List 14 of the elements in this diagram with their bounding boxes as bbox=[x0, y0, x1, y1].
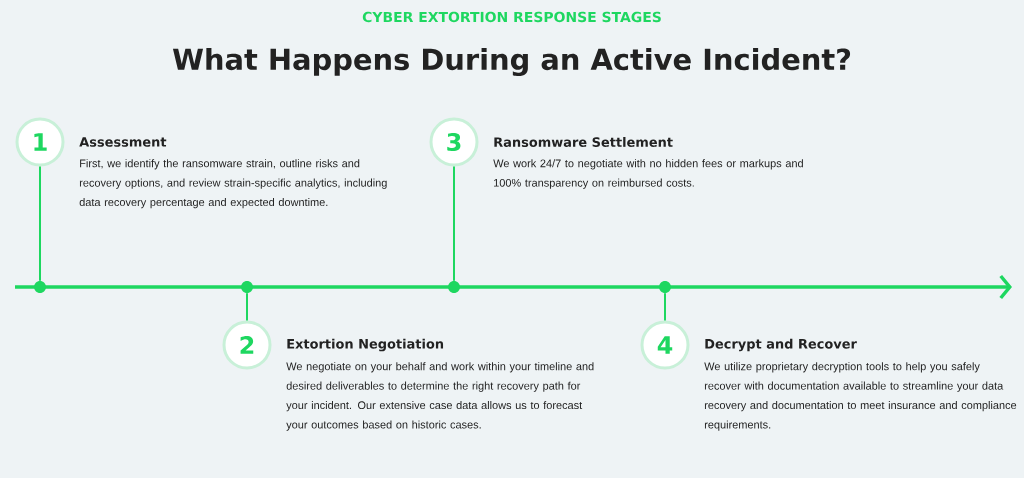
step-description: We negotiate on your behalf and work within your timeline and desired deliverables to determine the right recovery path for your incident. Our extensive case data allows us to forecast your outcomes based on historic cases. bbox=[286, 362, 594, 431]
step-heading: Extortion Negotiation bbox=[287, 338, 444, 352]
connector-line bbox=[664, 292, 666, 322]
page-title: What Happens During an Active Incident? bbox=[172, 47, 851, 77]
step-description: First, we identify the ransomware strain, outline risks and recovery options, and review strain-specific analytics, including data recovery percentage and expected downtime. bbox=[79, 159, 387, 209]
step-heading: Assessment bbox=[79, 137, 167, 147]
step-heading: Ransomware Settlement bbox=[494, 137, 673, 147]
step-heading: Decrypt and Recover bbox=[705, 338, 857, 352]
connector-line bbox=[39, 165, 41, 282]
step-description: We utilize proprietary decryption tools to help you safely recover with documentation available to streamline your data recovery and documentation to meet insurance and compliance requirements. bbox=[704, 362, 1017, 431]
connector-line bbox=[246, 292, 248, 322]
connector-line bbox=[453, 165, 455, 282]
overline-heading: CYBER EXTORTION RESPONSE STAGES bbox=[362, 11, 661, 23]
step-description: We work 24/7 to negotiate with no hidden fees or markups and 100% transparency on reimbursed costs. bbox=[493, 159, 803, 189]
